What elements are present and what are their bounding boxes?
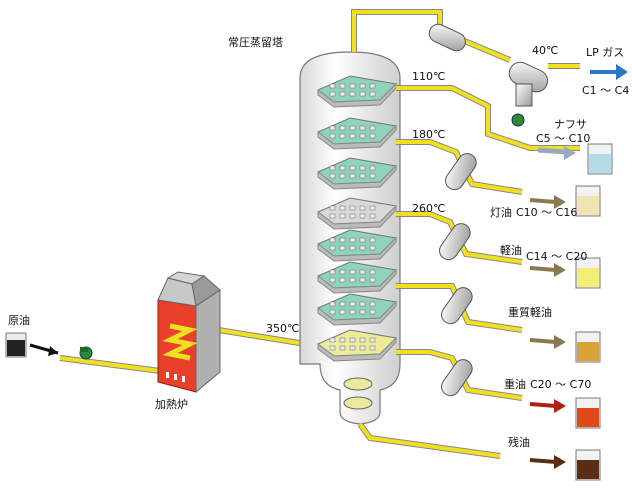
gas-temp: 40℃ bbox=[532, 44, 559, 57]
product-name: 重油 bbox=[504, 378, 526, 391]
furnace-icon bbox=[157, 271, 221, 394]
product-name: 灯油 bbox=[490, 206, 512, 219]
temp-110: 110℃ bbox=[412, 70, 446, 83]
side-draw bbox=[396, 349, 523, 401]
gas-drum-icon bbox=[508, 61, 580, 107]
furnace-label: 加熱炉 bbox=[155, 398, 188, 411]
tray bbox=[317, 293, 398, 326]
tray bbox=[317, 117, 398, 150]
gas-name: LP ガス bbox=[586, 46, 625, 59]
cooler-icon bbox=[439, 223, 471, 261]
product-beaker-icon bbox=[529, 449, 601, 481]
crude-label: 原油 bbox=[8, 314, 30, 327]
furnace-temp: 350℃ bbox=[266, 322, 300, 335]
crude-beaker-icon bbox=[5, 332, 27, 358]
gas-arrow-icon bbox=[590, 64, 628, 80]
product-carbon: C14 ～ C20 bbox=[526, 250, 588, 263]
feed-arrow-icon bbox=[29, 343, 59, 356]
cooler-icon bbox=[441, 287, 473, 325]
tower-title: 常圧蒸留塔 bbox=[228, 36, 283, 49]
product-beaker-icon bbox=[529, 331, 601, 363]
product-beaker-icon bbox=[529, 397, 601, 429]
cooler-icon bbox=[445, 153, 477, 191]
side-draw-lines bbox=[396, 139, 523, 401]
product-name: 残油 bbox=[508, 436, 530, 449]
side-draw bbox=[396, 139, 523, 195]
side-draw bbox=[396, 283, 523, 333]
naphtha-beaker-icon bbox=[537, 143, 613, 175]
product-name: 重質軽油 bbox=[508, 306, 552, 319]
pump-icon bbox=[79, 346, 93, 360]
bottoms-line bbox=[357, 422, 501, 459]
tray bbox=[317, 197, 398, 230]
naphtha-carbon: C5 ～ C10 bbox=[536, 132, 591, 145]
overhead-line bbox=[351, 9, 512, 63]
naphtha-name: ナフサ bbox=[554, 118, 587, 131]
product-beaker-icon bbox=[529, 257, 601, 289]
product-carbon: C10 ～ C16 bbox=[516, 206, 578, 219]
product-carbon: C20 ～ C70 bbox=[530, 378, 592, 391]
bottom-trays bbox=[343, 377, 373, 410]
tray bbox=[317, 157, 398, 190]
condenser-icon bbox=[428, 23, 466, 52]
side-draw bbox=[396, 211, 523, 265]
temp-260: 260℃ bbox=[412, 202, 446, 215]
cooler-icon bbox=[441, 359, 473, 397]
tray bbox=[317, 261, 398, 294]
product-beaker-icon bbox=[529, 185, 601, 217]
feed-pipe bbox=[59, 325, 319, 375]
product-beakers bbox=[529, 185, 601, 481]
tray bbox=[317, 229, 398, 262]
tray bbox=[317, 329, 398, 362]
tray-stack bbox=[317, 75, 398, 362]
product-name: 軽油 bbox=[500, 244, 522, 257]
temp-180: 180℃ bbox=[412, 128, 446, 141]
gas-carbon: C1 ～ C4 bbox=[582, 84, 630, 97]
